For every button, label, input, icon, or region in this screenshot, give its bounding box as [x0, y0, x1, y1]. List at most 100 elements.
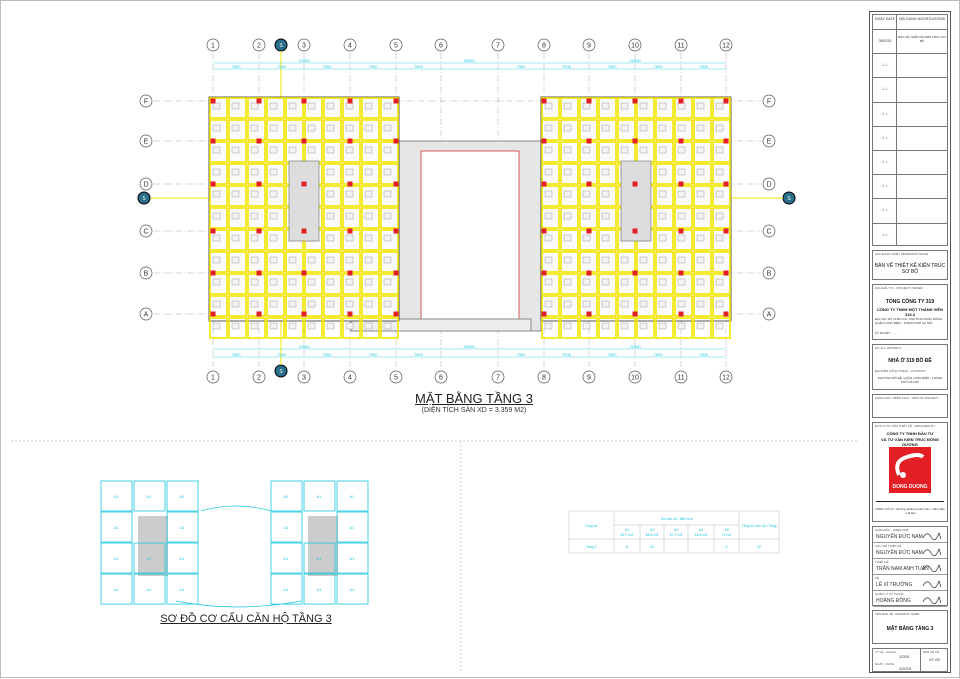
- column: [347, 270, 353, 276]
- dimension-text: 7500: [562, 352, 572, 357]
- column: [632, 181, 638, 187]
- apartment-room: [342, 97, 361, 119]
- apartment-room: [361, 163, 380, 185]
- apartment-room: [361, 229, 380, 251]
- grid-bubble: [434, 38, 448, 52]
- column: [393, 181, 399, 187]
- apartment-room: [617, 119, 636, 141]
- furniture: [620, 102, 629, 110]
- furniture: [544, 300, 553, 308]
- grid-bubble: [762, 94, 776, 108]
- apartment-room: [693, 97, 712, 119]
- revision-row: ../../..: [873, 77, 947, 101]
- furniture: [677, 190, 686, 198]
- furniture: [364, 278, 373, 286]
- apartment-room: [323, 97, 342, 119]
- signatures: GIÁM ĐỐC - DIRECTOR NGUYỄN ĐỨC NAM CHỦ T…: [872, 526, 948, 607]
- furniture: [601, 212, 610, 220]
- unit-label: A1: [147, 494, 153, 499]
- apartment-room: [560, 119, 579, 141]
- apartment-room: [712, 97, 731, 119]
- dimension-text: 7500: [232, 64, 242, 69]
- furniture: [677, 124, 686, 132]
- column: [678, 98, 684, 104]
- apartment-room: [266, 141, 285, 163]
- unit-label: A1: [284, 494, 290, 499]
- grid-label-col: 2: [257, 375, 261, 382]
- furniture: [563, 102, 572, 110]
- column: [347, 228, 353, 234]
- furniture: [364, 234, 373, 242]
- column: [723, 98, 729, 104]
- apartment-room: [712, 251, 731, 273]
- apartment-room: [636, 97, 655, 119]
- apartment-room: [247, 207, 266, 229]
- revision-date: ../../..: [881, 232, 889, 237]
- furniture: [715, 212, 724, 220]
- unit-label: A1: [147, 587, 153, 592]
- grid-bubble: [434, 370, 448, 384]
- apartment-room: [361, 119, 380, 141]
- grid-label-col: 2: [257, 43, 261, 50]
- furniture: [582, 278, 591, 286]
- apartment-room: [655, 97, 674, 119]
- furniture: [231, 300, 240, 308]
- dimension-text: 7500: [323, 352, 333, 357]
- furniture: [364, 322, 373, 330]
- grid-label-col: 11: [677, 375, 684, 382]
- furniture: [269, 168, 278, 176]
- unit-label: A1: [284, 587, 290, 592]
- furniture: [658, 212, 667, 220]
- unit-outline: [166, 542, 199, 574]
- furniture: [288, 124, 297, 132]
- furniture: [715, 146, 724, 154]
- phone-swirl-icon: [895, 453, 925, 478]
- column: [723, 311, 729, 317]
- furniture: [696, 146, 705, 154]
- apartment-room: [209, 295, 228, 317]
- furniture: [639, 124, 648, 132]
- revision-row: ../../..: [873, 198, 947, 222]
- apartment-room: [380, 317, 399, 339]
- furniture: [345, 212, 354, 220]
- unit-diagram-title: SƠ ĐỒ CƠ CẤU CĂN HỘ TẦNG 3: [160, 613, 332, 625]
- grid-bubble: [582, 370, 596, 384]
- furniture: [326, 212, 335, 220]
- column: [347, 138, 353, 144]
- apartment-room: [266, 229, 285, 251]
- furniture: [269, 190, 278, 198]
- apartment-room: [617, 295, 636, 317]
- furniture: [563, 300, 572, 308]
- apartment-room: [209, 317, 228, 339]
- column: [632, 98, 638, 104]
- grid-label-col: 7: [496, 43, 500, 50]
- column: [632, 311, 638, 317]
- furniture: [544, 168, 553, 176]
- furniture: [696, 278, 705, 286]
- apartment-room: [304, 295, 323, 317]
- apartment-room: [361, 97, 380, 119]
- connector: [200, 505, 272, 512]
- unit-outline: [133, 573, 166, 605]
- furniture: [658, 102, 667, 110]
- furniture: [563, 322, 572, 330]
- column: [541, 98, 547, 104]
- furniture: [250, 146, 259, 154]
- signature-row: GIÁM ĐỐC - DIRECTOR NGUYỄN ĐỨC NAM: [873, 527, 947, 543]
- furniture: [250, 300, 259, 308]
- furniture: [212, 146, 221, 154]
- column: [541, 181, 547, 187]
- grid-label-row: A: [767, 312, 772, 319]
- dimension-text: 7500: [699, 352, 709, 357]
- furniture: [601, 102, 610, 110]
- column: [256, 270, 262, 276]
- column: [301, 311, 307, 317]
- grid-label-row: E: [767, 139, 772, 146]
- grid-bubble: [628, 370, 642, 384]
- apartment-room: [209, 207, 228, 229]
- apartment-room: [323, 141, 342, 163]
- furniture: [563, 146, 572, 154]
- furniture: [715, 256, 724, 264]
- unit-label: A1: [114, 494, 120, 499]
